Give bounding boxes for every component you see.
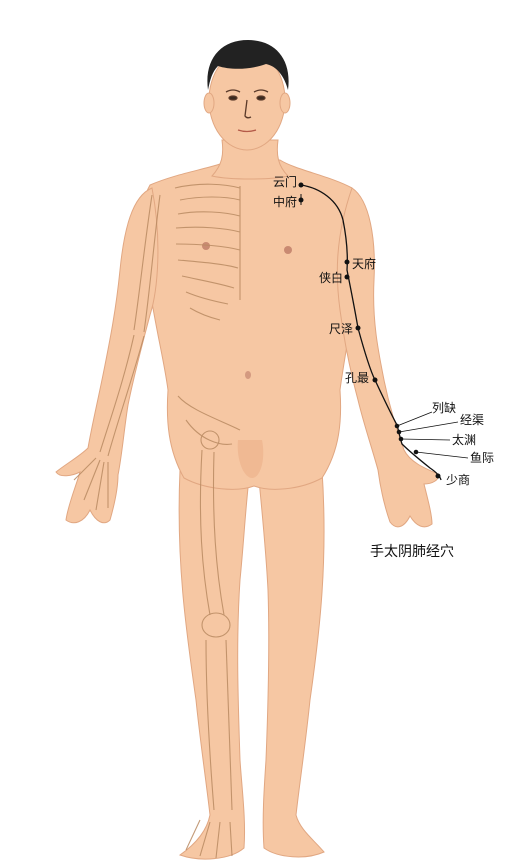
point-xiabai: 侠白	[319, 270, 350, 285]
point-lieque-label: 列缺	[432, 400, 456, 415]
diagram-caption: 手太阴肺经穴	[370, 544, 454, 560]
point-jingqu: 经渠	[396, 413, 484, 435]
left-leg	[178, 469, 251, 860]
point-lieque-dot	[394, 423, 400, 429]
left-nipple	[202, 242, 210, 250]
point-tianfu-label: 天府	[352, 256, 376, 271]
right-ear	[279, 92, 291, 114]
point-xiabai-label: 侠白	[319, 270, 343, 285]
point-yunmen-label: 云门	[273, 174, 297, 189]
point-yunmen: 云门	[273, 174, 304, 189]
point-zhongfu-dot	[298, 197, 304, 203]
groin	[237, 440, 264, 478]
point-kongzui-label: 孔最	[345, 371, 369, 385]
neck	[211, 139, 289, 180]
point-yuji: 鱼际	[413, 449, 494, 465]
left-ear	[203, 92, 215, 114]
point-taiyuan-dot	[398, 436, 404, 442]
face	[225, 89, 269, 133]
hair	[207, 40, 289, 90]
right-nipple	[284, 246, 292, 254]
skeleton-overlay	[73, 183, 241, 859]
point-shaoshang-label: 少商	[446, 472, 470, 487]
acupoints: 云门 中府 天府 侠白 尺泽 孔最	[273, 174, 494, 487]
torso	[140, 159, 365, 490]
point-taiyuan: 太渊	[398, 432, 476, 447]
point-zhongfu: 中府	[273, 194, 304, 209]
point-jingqu-dot	[396, 429, 402, 435]
navel	[245, 371, 251, 379]
point-lieque: 列缺	[394, 400, 456, 429]
point-zhongfu-label: 中府	[273, 194, 297, 209]
point-chize-dot	[355, 325, 361, 331]
right-leg	[257, 469, 325, 858]
point-shaoshang-dot	[435, 473, 441, 479]
point-jingqu-label: 经渠	[460, 413, 484, 427]
point-kongzui-dot	[372, 377, 378, 383]
point-kongzui: 孔最	[345, 371, 378, 385]
point-tianfu-dot	[344, 259, 350, 265]
right-arm	[336, 187, 439, 528]
point-yunmen-dot	[298, 182, 304, 188]
point-chize-label: 尺泽	[329, 322, 353, 336]
point-shaoshang: 少商	[435, 472, 470, 487]
point-chize: 尺泽	[329, 322, 361, 336]
point-xiabai-dot	[344, 274, 350, 280]
point-taiyuan-label: 太渊	[452, 432, 476, 447]
human-figure	[55, 40, 439, 860]
point-yuji-label: 鱼际	[470, 451, 494, 465]
point-yuji-dot	[413, 449, 419, 455]
left-arm	[55, 187, 159, 524]
point-tianfu: 天府	[344, 256, 376, 271]
